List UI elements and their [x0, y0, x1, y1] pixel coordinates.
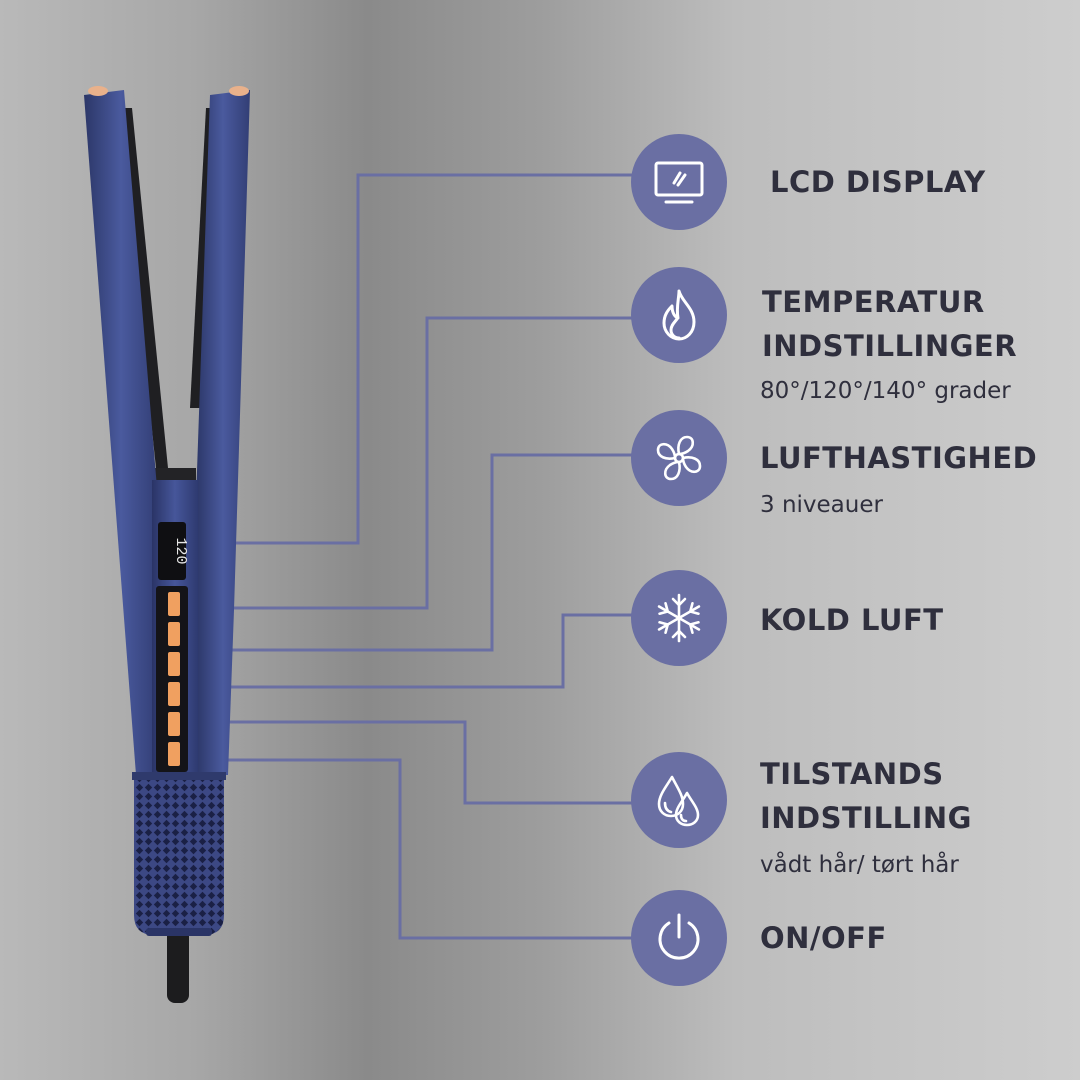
- feature-title-lcd-display: LCD DISPLAY: [770, 165, 986, 199]
- feature-title-mode: TILSTANDS INDSTILLING: [760, 757, 972, 835]
- feature-title-airspeed: LUFTHASTIGHED: [760, 441, 1038, 475]
- flame-icon: [662, 289, 696, 341]
- connector-lines: [228, 173, 640, 940]
- arm-tip-left: [88, 86, 108, 96]
- feature-subtitle-mode: vådt hår/ tørt hår: [760, 852, 959, 878]
- lcd-display: [158, 522, 186, 580]
- left-arm: [84, 90, 158, 775]
- temperature-feature-circle: [631, 267, 727, 363]
- feature-subtitle-airspeed: 3 niveauer: [760, 492, 883, 518]
- lcd-display-reading: 120: [172, 537, 189, 564]
- handle-collar: [132, 772, 226, 780]
- water-drops-icon: [657, 775, 700, 827]
- connector-line-temperature: [232, 316, 640, 610]
- handle-end-cap: [146, 928, 212, 936]
- connector-line-power: [228, 758, 640, 940]
- right-arm: [196, 90, 250, 775]
- lcd-display-feature-circle: [631, 134, 727, 230]
- connector-line-mode: [228, 720, 640, 805]
- mode-feature-circle: [631, 752, 727, 848]
- connector-line-airspeed: [230, 453, 640, 652]
- heat-indicator-1: [168, 592, 180, 616]
- arm-tip-right: [229, 86, 249, 96]
- cold-air-feature-circle: [631, 570, 727, 666]
- feature-title-cold-air: KOLD LUFT: [760, 603, 944, 637]
- fan-icon: [656, 435, 702, 481]
- connector-line-lcd: [236, 173, 640, 545]
- hair-straightener: 120: [84, 86, 250, 1003]
- connector-line-cold-air: [228, 613, 640, 689]
- air-vent-grille: [134, 777, 224, 935]
- snowflake-icon: [657, 593, 701, 643]
- heat-indicator-6: [168, 742, 180, 766]
- heat-indicator-2: [168, 622, 180, 646]
- power-icon: [658, 913, 700, 960]
- heat-indicator-3: [168, 652, 180, 676]
- heat-indicator-5: [168, 712, 180, 736]
- power-feature-circle: [631, 890, 727, 986]
- power-cable: [167, 925, 189, 1003]
- heat-indicator-4: [168, 682, 180, 706]
- feature-title-temperature: TEMPERATUR INDSTILLINGER: [762, 285, 1018, 363]
- airspeed-feature-circle: [631, 410, 727, 506]
- monitor-icon: [654, 161, 704, 204]
- feature-subtitle-temperature: 80°/120°/140° grader: [760, 378, 1011, 404]
- feature-title-power: ON/OFF: [760, 921, 887, 955]
